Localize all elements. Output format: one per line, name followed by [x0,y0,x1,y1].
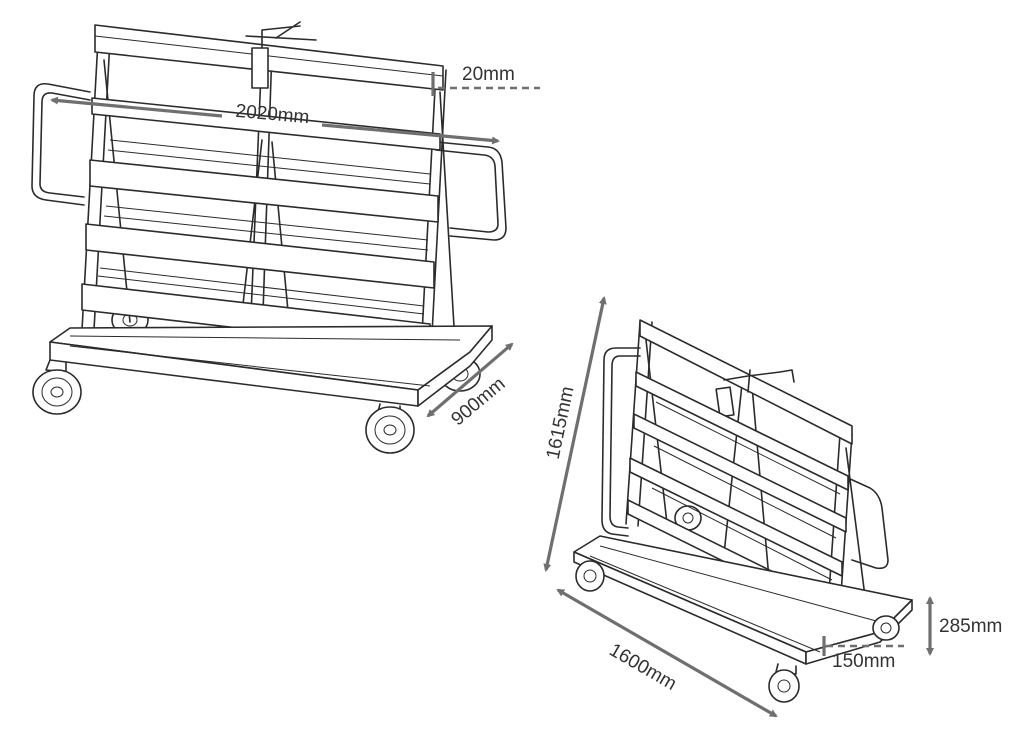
side-wheel-right [872,615,900,641]
front-wheel-left [32,359,82,415]
left-handle [31,82,91,206]
right-handle [435,141,507,241]
side-top-rail [639,319,853,445]
dimension-150mm: 150mm [822,636,904,672]
dimension-label-ledge: 150mm [832,651,895,672]
dimension-label-base-height: 285mm [939,616,1002,637]
frame-slats [81,97,441,351]
dimension-2020mm: 2020mm [50,96,500,145]
front-wheel-right [365,403,415,454]
dimension-285mm: 285mm [926,596,1002,656]
dimension-1615mm: 1615mm [543,296,607,572]
front-handle [847,477,889,570]
dimension-label-length-bottom: 1600mm [605,640,680,695]
side-top-clamp [715,369,795,418]
side-wheel-left [575,560,605,592]
trolley-front-view [31,21,507,454]
top-rail [94,24,444,91]
base-deck [49,325,493,407]
top-clamp [245,21,317,89]
dimension-label-slat-thickness: 20mm [462,64,515,85]
side-wheel-front [768,663,800,703]
dimension-20mm: 20mm [431,64,540,96]
